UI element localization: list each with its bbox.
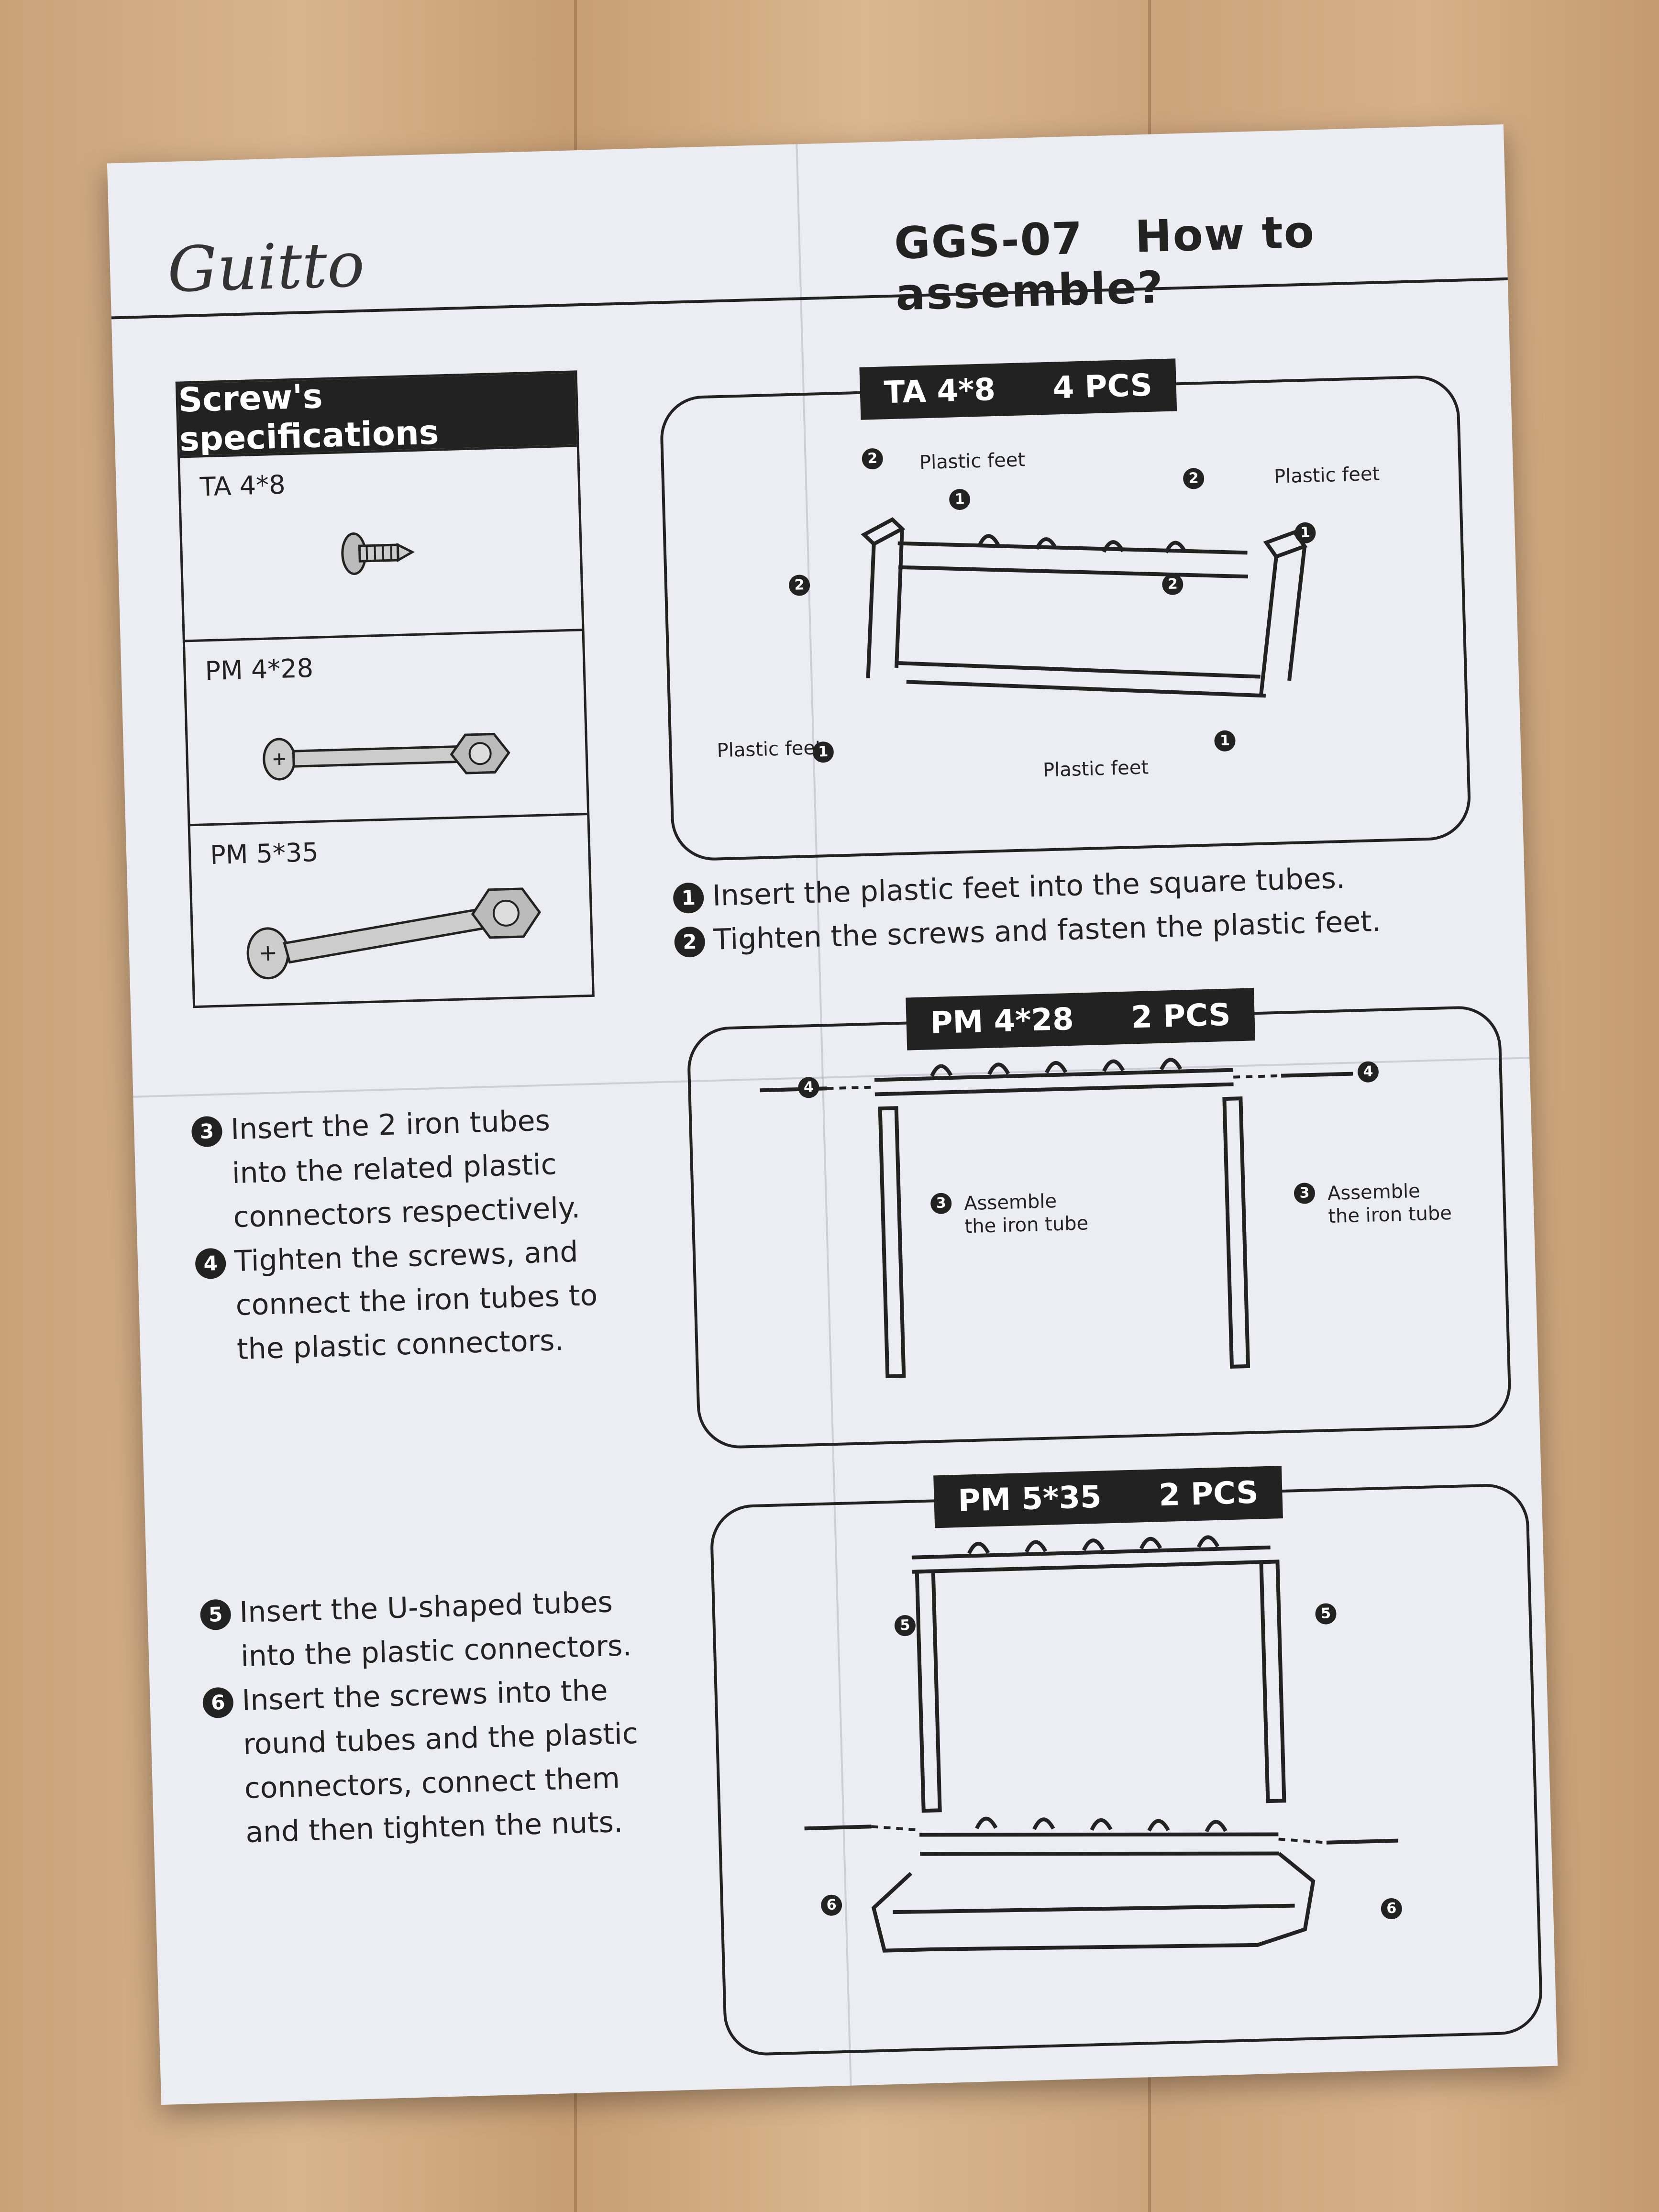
step-text: Insert the screws into the — [241, 1673, 608, 1717]
tag-spec: PM 5*35 — [957, 1479, 1102, 1519]
spec-row-pm535: PM 5*35 — [190, 813, 592, 1008]
iron-tube-diagram — [760, 1058, 1353, 1379]
panel2-tag: PM 4*28 2 PCS — [906, 988, 1255, 1051]
step-number: 3 — [191, 1116, 223, 1148]
spec-label: TA 4*8 — [199, 469, 286, 502]
instruction-sheet: Guitto GGS-07 How to assemble? Screw's s… — [107, 124, 1558, 2105]
ta48-screw-icon — [341, 532, 415, 575]
assemble-label: Assemble the iron tube — [1327, 1179, 1452, 1228]
u-tube-diagram — [804, 1535, 1398, 1953]
base-frame-diagram — [861, 517, 1308, 698]
spec-label: PM 4*28 — [204, 653, 314, 686]
spec-label: PM 5*35 — [210, 837, 319, 871]
step-number: 5 — [199, 1599, 232, 1631]
step-text: Tighten the screws, and — [234, 1235, 579, 1279]
assemble-label-line2: the iron tube — [1327, 1202, 1452, 1228]
spec-table-title: Screw's specifications — [178, 373, 577, 459]
spec-row-ta48: TA 4*8 — [180, 444, 582, 640]
tag-qty: 2 PCS — [1130, 997, 1231, 1036]
step-number: 6 — [202, 1687, 234, 1719]
tag-qty: 2 PCS — [1158, 1475, 1259, 1514]
plastic-feet-label: Plastic feet — [919, 449, 1026, 474]
spec-row-pm428: PM 4*28 — [185, 629, 587, 824]
tag-spec: TA 4*8 — [883, 372, 996, 411]
brand-logo: Guitto — [166, 228, 366, 307]
page-title: GGS-07 How to assemble? — [893, 201, 1508, 320]
tag-qty: 4 PCS — [1052, 367, 1153, 406]
pm535-bolt-icon — [246, 887, 541, 980]
model-number: GGS-07 — [893, 212, 1084, 269]
step-number: 1 — [673, 882, 705, 914]
assemble-label: Assemble the iron tube — [964, 1189, 1089, 1238]
plastic-feet-label: Plastic feet — [1273, 463, 1380, 488]
step-number: 4 — [195, 1248, 227, 1280]
step-text: Insert the 2 iron tubes — [230, 1104, 551, 1147]
assemble-label-line2: the iron tube — [964, 1212, 1089, 1238]
pm428-bolt-icon — [263, 732, 510, 781]
plastic-feet-label: Plastic feet — [1042, 756, 1149, 782]
screw-spec-table: Screw's specifications TA 4*8 PM 4*28 — [175, 370, 595, 1008]
tag-spec: PM 4*28 — [929, 1001, 1074, 1041]
assemble-label-line1: Assemble — [963, 1190, 1057, 1215]
step-number: 2 — [674, 926, 706, 958]
panel3-tag: PM 5*35 2 PCS — [933, 1466, 1283, 1528]
step-text: Insert the U-shaped tubes — [239, 1585, 613, 1629]
assemble-label-line1: Assemble — [1327, 1180, 1421, 1205]
plastic-feet-label: Plastic feet — [717, 737, 823, 762]
panel1-tag: TA 4*8 4 PCS — [859, 358, 1177, 420]
